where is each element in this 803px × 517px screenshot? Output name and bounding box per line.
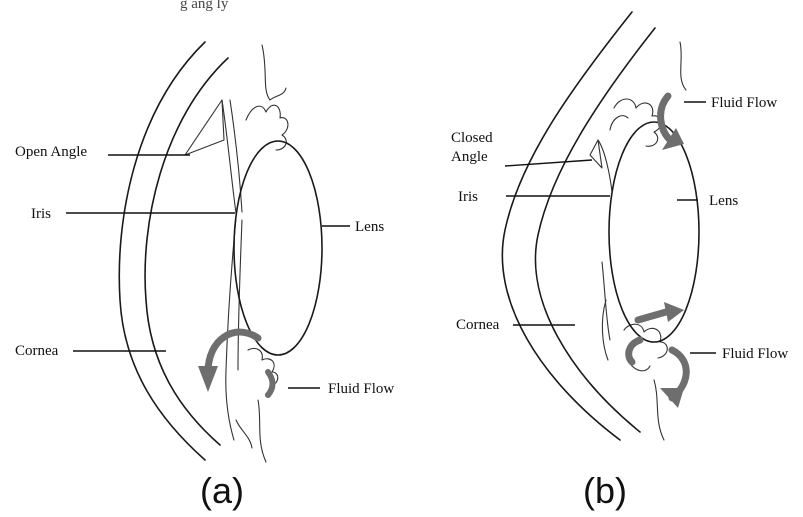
top-text-fragment: g ang ly	[180, 0, 229, 12]
panel-a-iris-upper	[222, 100, 236, 213]
panel-a-open-angle-eye: Open Angle Iris Lens Cornea Fluid Flow (…	[15, 42, 394, 511]
panel-b-fluid-arrow-top	[661, 96, 670, 140]
panel-b-angle-label: Angle	[451, 149, 488, 165]
panel-b-closed-label: Closed	[451, 130, 493, 146]
panel-a-lens-label: Lens	[355, 219, 384, 235]
panel-a-cornea-outer	[119, 42, 205, 460]
panel-a-fluid-arrowhead	[198, 366, 218, 392]
panel-b-lens-label: Lens	[709, 193, 738, 209]
panel-b-fluid-flow-bottom-label: Fluid Flow	[722, 346, 788, 362]
panel-b-closed-angle-eye: Closed Angle Iris Lens Cornea Fluid Flow…	[451, 12, 788, 511]
panel-a-lens	[234, 141, 322, 355]
panel-b-fluid-arrow-lower-right	[638, 312, 666, 320]
panel-b-fluid-flow-top-label: Fluid Flow	[711, 95, 777, 111]
panel-b-fluid-arrow-lower-left	[629, 340, 640, 362]
panel-a-angle-wedge	[185, 100, 224, 155]
panel-a-caption: (a)	[200, 470, 244, 511]
panel-a-cornea-label: Cornea	[15, 343, 59, 359]
panel-b-closed-angle-leader	[505, 160, 592, 166]
panel-a-open-angle-label: Open Angle	[15, 144, 87, 160]
panel-b-iris-label: Iris	[458, 189, 478, 205]
panel-b-cornea-inner	[535, 28, 655, 432]
panel-b-caption: (b)	[583, 470, 627, 511]
panel-a-cornea-inner	[145, 58, 228, 445]
panel-a-fluid-flow-label: Fluid Flow	[328, 381, 394, 397]
panel-a-ciliary-upper	[246, 105, 288, 150]
panel-b-cornea-outer	[502, 12, 632, 440]
panel-b-cornea-label: Cornea	[456, 317, 500, 333]
panel-a-iris-label: Iris	[31, 206, 51, 222]
panel-b-lens	[609, 122, 699, 342]
